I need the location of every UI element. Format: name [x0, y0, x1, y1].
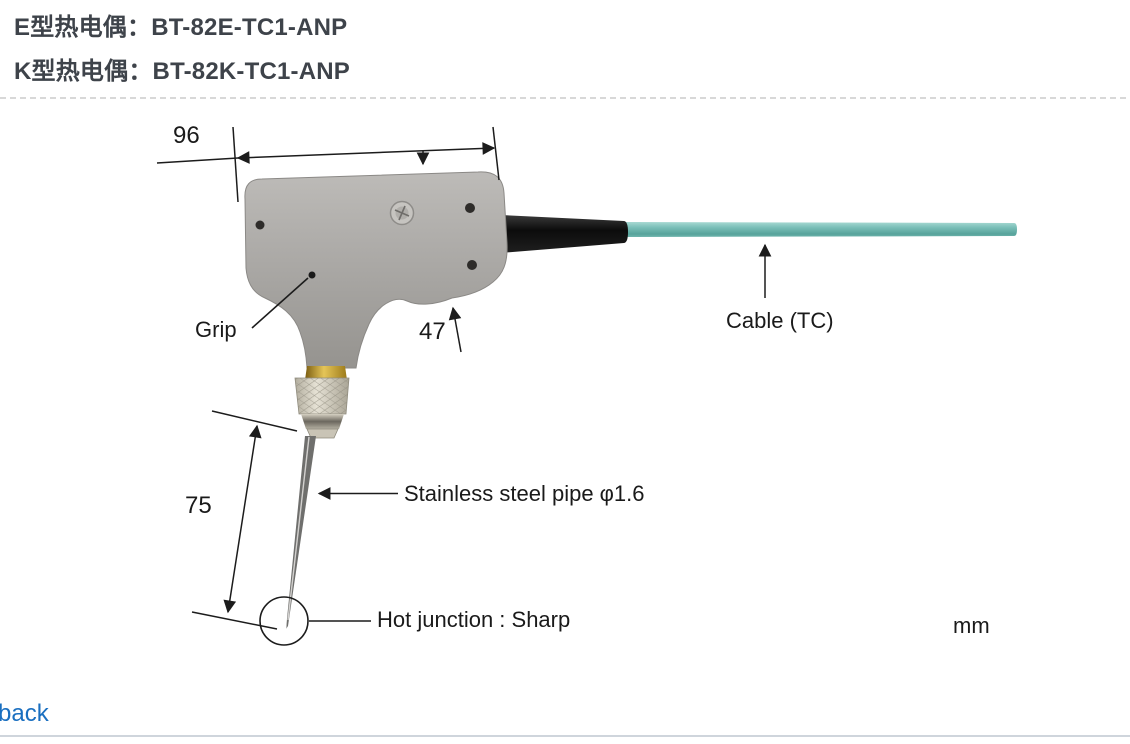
dimension-96-left-tick [232, 126, 239, 203]
dimension-75-label: 75 [185, 492, 212, 519]
cable-tc [622, 222, 1017, 237]
dashed-divider [0, 97, 1130, 99]
needle-highlight [287, 436, 310, 621]
dimension-47-label: 47 [419, 318, 446, 345]
back-link[interactable]: back [0, 700, 49, 727]
dimension-75 [191, 410, 298, 630]
model-title-k-type: K型热电偶：BT-82K-TC1-ANP [14, 58, 351, 85]
dimension-75-top-tick [211, 410, 298, 432]
stainless-pipe-label: Stainless steel pipe φ1.6 [404, 481, 645, 506]
cable-boot [500, 215, 628, 253]
hot-junction-label: Hot junction : Sharp [377, 607, 571, 632]
knurled-nut [294, 377, 350, 439]
brass-ring [305, 366, 347, 380]
dimension-75-bottom-tick [191, 611, 278, 630]
dimension-96 [156, 126, 500, 203]
nut-shoulder [301, 414, 344, 429]
arrow-47 [448, 306, 462, 353]
grip-screw-slots [394, 205, 410, 221]
grip-pointer-dot [308, 271, 316, 279]
unit-mm-label: mm [953, 613, 990, 638]
dimension-96-right-tick [492, 126, 500, 181]
nut-collar [306, 428, 339, 439]
bottom-rule [0, 735, 1130, 737]
grip-hole-bottom-right [467, 260, 477, 270]
model-title-e-type: E型热电偶：BT-82E-TC1-ANP [14, 14, 348, 41]
grip-hole-top-right [465, 203, 475, 213]
cable-tc-label: Cable (TC) [726, 308, 834, 333]
grip-label: Grip [195, 317, 237, 342]
dimension-96-label: 96 [173, 122, 200, 149]
grip-hole-left [255, 220, 265, 230]
grip-body [244, 171, 508, 369]
hot-junction-circle [259, 596, 309, 646]
needle-probe [286, 436, 316, 629]
grip-leader-line [251, 277, 309, 329]
